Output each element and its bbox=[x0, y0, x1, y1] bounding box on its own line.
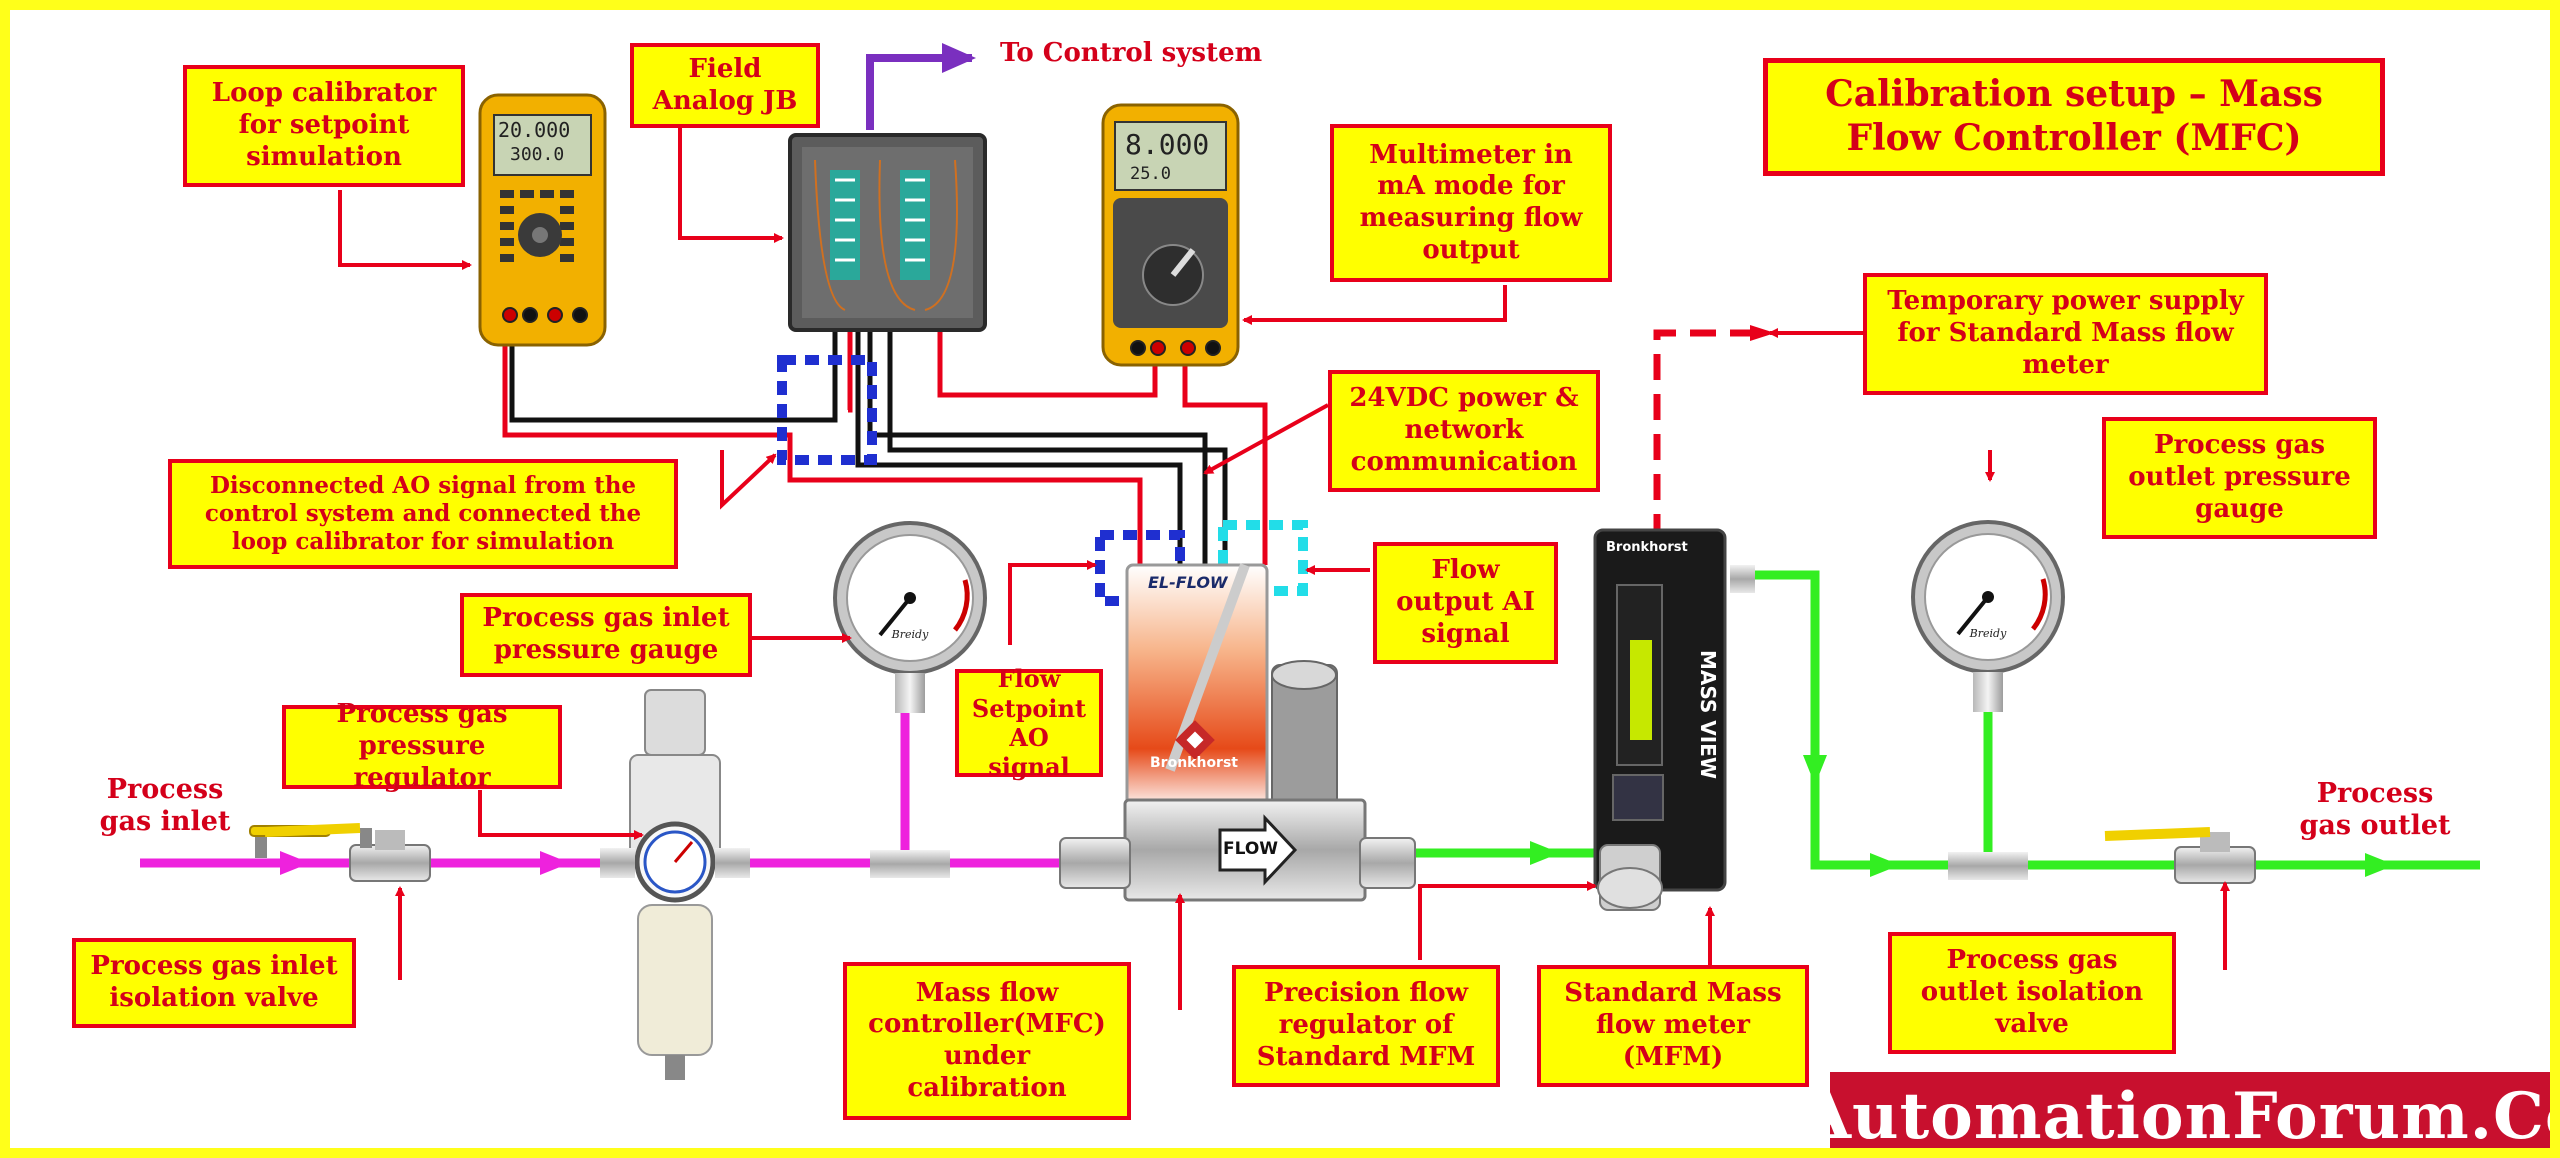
inlet-pressure-gauge bbox=[833, 521, 987, 878]
temp-power-line bbox=[1653, 325, 1775, 540]
label-flow-setpoint-ao: Flow Setpoint AO signal bbox=[955, 664, 1103, 781]
mfm-brand-text: Bronkhorst bbox=[1606, 540, 1688, 555]
outlet-pipeline bbox=[1400, 570, 2480, 877]
label-inlet-isolation-valve: Process gas inlet isolation valve bbox=[72, 938, 356, 1028]
process-diagram bbox=[140, 43, 2480, 1080]
field-junction-box bbox=[788, 133, 987, 332]
pressure-regulator bbox=[600, 689, 750, 1080]
outlet-isolation-valve bbox=[2104, 827, 2256, 884]
label-loop-calibrator: Loop calibrator for setpoint simulation bbox=[183, 65, 465, 187]
mfc-maker-text: Bronkhorst bbox=[1150, 755, 1238, 771]
outlet-pressure-gauge bbox=[1911, 520, 2065, 880]
mfc-flow-text: FLOW bbox=[1223, 839, 1279, 859]
mfm-name-text: MASS VIEW bbox=[1696, 650, 1720, 779]
label-temp-power-supply: Temporary power supply for Standard Mass… bbox=[1863, 273, 2268, 395]
outlet-gauge-brand: Breidy bbox=[1969, 627, 2007, 640]
watermark: AutomationForum.Co bbox=[1801, 1072, 2550, 1148]
multimeter bbox=[1101, 103, 1240, 367]
label-standard-mfm: Standard Mass flow meter (MFM) bbox=[1537, 965, 1809, 1087]
mass-flow-controller bbox=[1059, 563, 1416, 902]
inlet-isolation-valve bbox=[249, 823, 431, 882]
label-24vdc-power: 24VDC power & network communication bbox=[1328, 370, 1600, 492]
inlet-gauge-brand: Breidy bbox=[891, 628, 929, 641]
signal-wiring bbox=[502, 328, 1268, 565]
label-process-gas-inlet: Process gas inlet bbox=[99, 774, 231, 838]
label-outlet-isolation-valve: Process gas outlet isolation valve bbox=[1888, 932, 2176, 1054]
label-field-jb: Field Analog JB bbox=[630, 43, 820, 128]
label-flow-output-ai: Flow output AI signal bbox=[1373, 542, 1558, 664]
to-control-line bbox=[866, 43, 976, 130]
label-process-gas-outlet: Process gas outlet bbox=[2299, 778, 2451, 842]
calibrator-lcd-line-2: 300.0 bbox=[510, 144, 565, 165]
label-pressure-regulator: Process gas pressure regulator bbox=[282, 699, 562, 793]
label-to-control-system: To Control system bbox=[1000, 38, 1263, 68]
multimeter-lcd-line-2: 25.0 bbox=[1130, 164, 1171, 184]
label-disconnected-ao: Disconnected AO signal from the control … bbox=[168, 459, 678, 569]
loop-calibrator bbox=[478, 93, 607, 347]
label-mfc-under-calibration: Mass flow controller(MFC) under calibrat… bbox=[843, 962, 1131, 1120]
ao-signal-box bbox=[777, 355, 877, 465]
label-outlet-pressure-gauge: Process gas outlet pressure gauge bbox=[2102, 417, 2377, 539]
title-box: Calibration setup – Mass Flow Controller… bbox=[1763, 58, 2385, 176]
standard-mass-flow-meter bbox=[1593, 528, 1755, 911]
multimeter-lcd-line-1: 8.000 bbox=[1125, 128, 1210, 161]
label-inlet-pressure-gauge: Process gas inlet pressure gauge bbox=[460, 593, 752, 677]
label-precision-flow-regulator: Precision flow regulator of Standard MFM bbox=[1232, 965, 1500, 1087]
calibrator-lcd-line-1: 20.000 bbox=[498, 118, 571, 142]
label-multimeter: Multimeter in mA mode for measuring flow… bbox=[1330, 124, 1612, 282]
mfc-brand-text: EL-FLOW bbox=[1148, 573, 1228, 592]
